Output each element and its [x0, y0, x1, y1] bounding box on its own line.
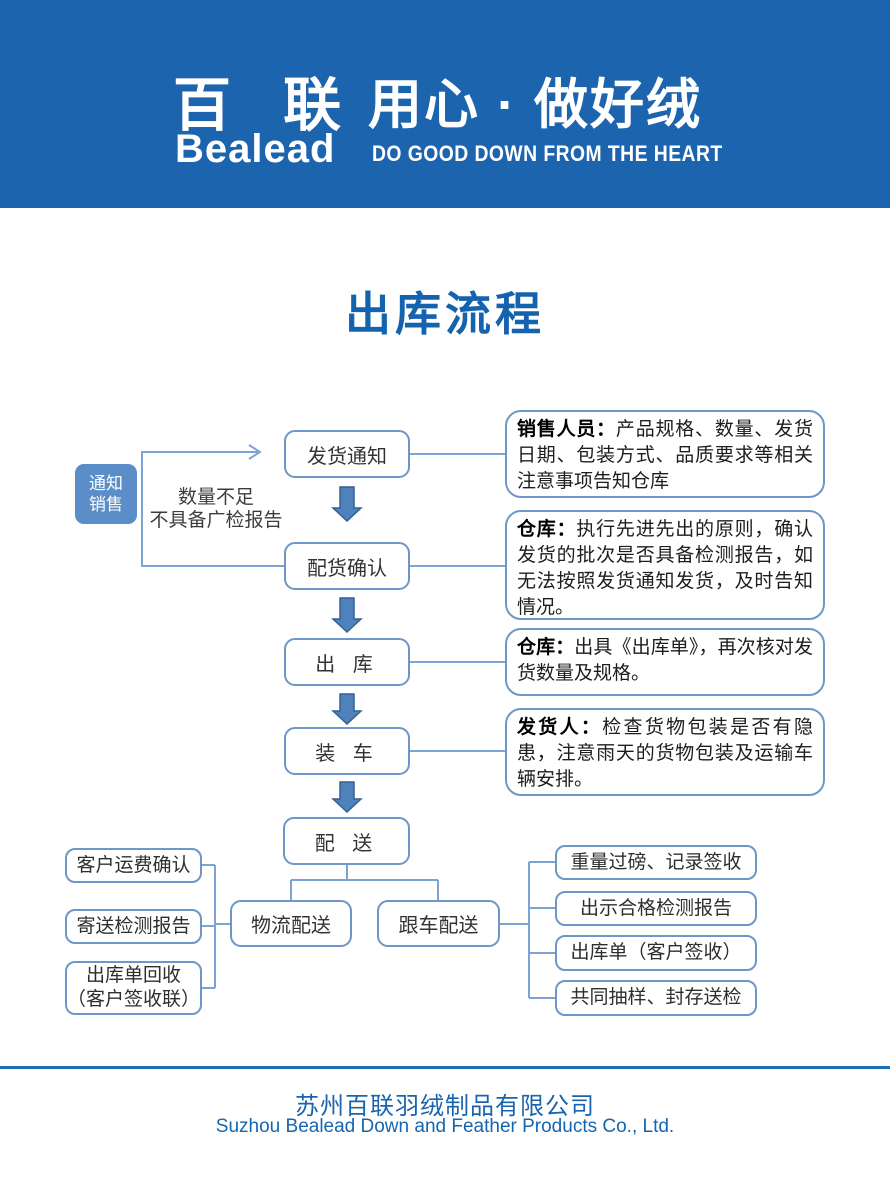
feedback-line: 不具备广检报告	[149, 510, 283, 531]
task-joint-sampling: 共同抽样、封存送检	[555, 980, 757, 1016]
note-text: 出具《出库单》，再次核对发货数量及规格。	[517, 637, 813, 684]
logo-english: Bealead	[175, 127, 336, 171]
step-delivery: 配 送	[283, 817, 410, 865]
step-label: 配货确认	[307, 557, 387, 580]
task-label: 出库单（客户签收）	[570, 942, 742, 963]
notify-sales-line: 销售	[89, 495, 123, 514]
slogan-chinese: 用心 · 做好绒	[368, 75, 702, 135]
note-sales-person: 销售人员：产品规格、数量、发货日期、包装方式、品质要求等相关注意事项告知仓库	[505, 410, 825, 498]
branch-logistics-delivery: 物流配送	[230, 900, 352, 947]
task-weighing-sign: 重量过磅、记录签收	[555, 845, 757, 880]
branch-label: 跟车配送	[398, 915, 479, 937]
task-label: 出库单回收	[85, 965, 181, 986]
note-warehouse-doc: 仓库：出具《出库单》，再次核对发货数量及规格。	[505, 628, 825, 696]
note-warehouse-fifo: 仓库：执行先进先出的原则，确认发货的批次是否具备检测报告，如无法按照发货通知发货…	[505, 510, 825, 620]
step-shipping-notice: 发货通知	[284, 430, 410, 478]
note-role: 发货人：	[517, 717, 603, 738]
page-title: 出库流程	[345, 288, 545, 340]
branch-truck-delivery: 跟车配送	[377, 900, 500, 947]
task-label: 客户运费确认	[76, 854, 191, 876]
note-role: 仓库：	[517, 519, 577, 540]
note-text: 产品规格、数量、发货日期、包装方式、品质要求等相关注意事项告知仓库	[517, 419, 813, 492]
slogan-english: DO GOOD DOWN FROM THE HEART	[372, 141, 723, 166]
task-label: 重量过磅、记录签收	[570, 851, 742, 873]
down-arrow-icon-3	[331, 693, 363, 726]
task-label: （客户签收联）	[67, 989, 201, 1010]
step-outbound: 出 库	[284, 638, 410, 686]
step-distribution-confirm: 配货确认	[284, 542, 410, 590]
down-arrow-icon-4	[331, 781, 363, 814]
footer-divider	[0, 1066, 890, 1069]
feedback-arrowhead-icon	[248, 444, 262, 460]
task-label: 共同抽样、封存送检	[570, 987, 742, 1008]
notify-sales-box: 通知 销售	[75, 464, 137, 524]
step-label: 出 库	[315, 653, 379, 676]
feedback-line: 数量不足	[177, 487, 254, 508]
company-name-english: Suzhou Bealead Down and Feather Products…	[215, 1116, 675, 1137]
step-label: 发货通知	[307, 445, 387, 468]
task-customer-sign-receipt: 出库单（客户签收）	[555, 935, 757, 971]
down-arrow-icon-1	[331, 486, 363, 523]
step-label: 装 车	[315, 742, 379, 765]
header-band: 百 联 Bealead 用心 · 做好绒 DO GOOD DOWN FROM T…	[0, 0, 890, 208]
step-loading: 装 车	[284, 727, 410, 775]
task-label: 出示合格检测报告	[579, 897, 732, 919]
down-arrow-icon-2	[331, 597, 363, 634]
note-text: 执行先进先出的原则，确认发货的批次是否具备检测报告，如无法按照发货通知发货，及时…	[517, 519, 813, 618]
task-receipt-recovery: 出库单回收 （客户签收联）	[65, 961, 202, 1015]
company-name-chinese: 苏州百联羽绒制品有限公司	[295, 1093, 595, 1120]
step-label: 配 送	[314, 832, 379, 855]
task-customer-freight-confirm: 客户运费确认	[65, 848, 202, 883]
note-shipper: 发货人：检查货物包装是否有隐患，注意雨天的货物包装及运输车辆安排。	[505, 708, 825, 796]
feedback-condition-label: 数量不足 不具备广检报告	[138, 486, 294, 532]
note-role: 仓库：	[517, 637, 575, 658]
logo-chinese: 百 联	[173, 73, 360, 138]
branch-label: 物流配送	[251, 915, 331, 937]
notify-sales-line: 通知	[89, 474, 123, 493]
task-show-test-report: 出示合格检测报告	[555, 891, 757, 926]
task-label: 寄送检测报告	[76, 915, 191, 937]
note-text: 检查货物包装是否有隐患，注意雨天的货物包装及运输车辆安排。	[517, 717, 813, 790]
note-role: 销售人员：	[517, 419, 616, 440]
task-send-test-report: 寄送检测报告	[65, 909, 202, 944]
